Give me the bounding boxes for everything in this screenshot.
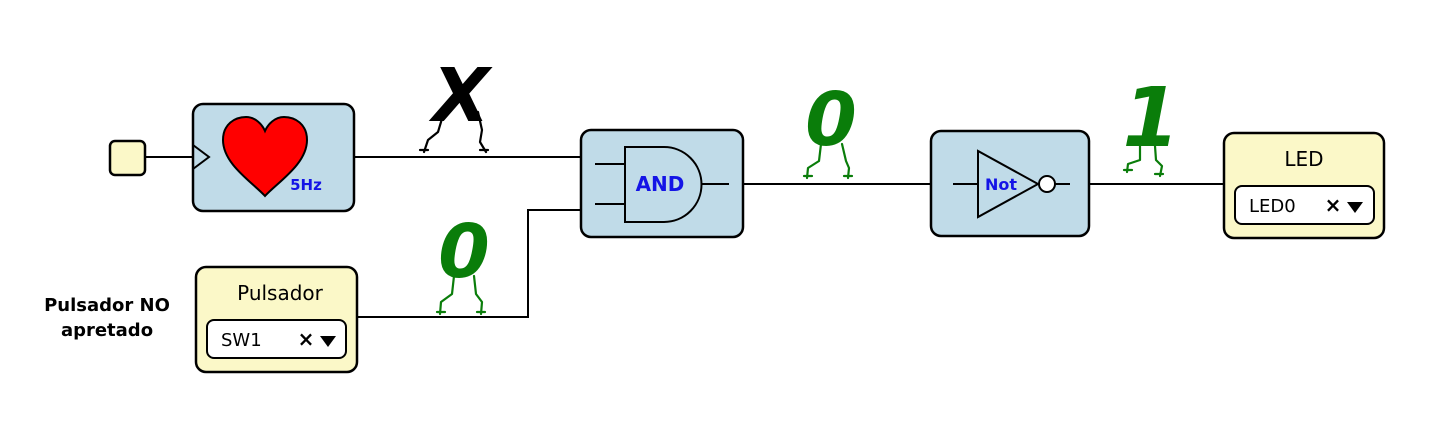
- wire-button-to-and: [357, 209, 581, 318]
- signal-leg-left: [805, 142, 823, 180]
- signal-leg-left: [438, 274, 456, 316]
- button-block-title: Pulsador: [237, 281, 324, 305]
- button-select-value: SW1: [221, 330, 262, 351]
- chevron-down-icon[interactable]: [320, 336, 336, 347]
- signal-leg-right: [476, 110, 488, 154]
- signal-leg-left: [1125, 144, 1142, 174]
- button-state-note-line1: Pulsador NO: [44, 295, 170, 316]
- signal-leg-left: [422, 110, 446, 154]
- signal-value-not: 1: [1122, 71, 1179, 166]
- signal-value-and: 0: [805, 77, 857, 163]
- clock-input-pin[interactable]: [108, 139, 147, 177]
- button-select[interactable]: [206, 319, 347, 359]
- signal-character-button: 0: [435, 209, 490, 316]
- button-state-note-line2: apretado: [61, 320, 153, 341]
- not-gate-label: Not: [985, 175, 1017, 194]
- signal-leg-right: [472, 274, 484, 316]
- signal-character-clock: X: [418, 53, 493, 154]
- not-gate-block[interactable]: Not: [929, 129, 1091, 238]
- signal-leg-right: [840, 142, 851, 180]
- heart-icon: [221, 115, 309, 198]
- led-select[interactable]: [1234, 185, 1375, 225]
- wires: [146, 156, 1224, 318]
- signal-value-button: 0: [438, 209, 490, 295]
- clock-frequency-label: 5Hz: [290, 176, 322, 194]
- signal-character-and: 0: [802, 77, 857, 180]
- clock-block[interactable]: 5Hz: [191, 102, 356, 213]
- signal-leg-right: [1153, 144, 1164, 178]
- led-select-clear[interactable]: ×: [1325, 193, 1342, 217]
- led-block[interactable]: LED LED0 ×: [1222, 131, 1386, 240]
- and-gate-label: AND: [636, 172, 685, 196]
- led-select-value: LED0: [1249, 196, 1296, 217]
- signal-value-clock: X: [428, 53, 493, 139]
- chevron-down-icon[interactable]: [1347, 202, 1363, 213]
- and-gate-block[interactable]: AND: [579, 128, 745, 239]
- signal-character-not: 1: [1122, 71, 1180, 178]
- led-block-title: LED: [1284, 147, 1323, 171]
- button-block[interactable]: Pulsador SW1 ×: [194, 265, 359, 374]
- button-select-clear[interactable]: ×: [298, 327, 315, 351]
- not-gate-bubble: [1038, 175, 1056, 193]
- not-gate-symbol: [977, 149, 1041, 219]
- and-gate-symbol: [624, 146, 703, 223]
- clock-input-triangle: [192, 144, 211, 170]
